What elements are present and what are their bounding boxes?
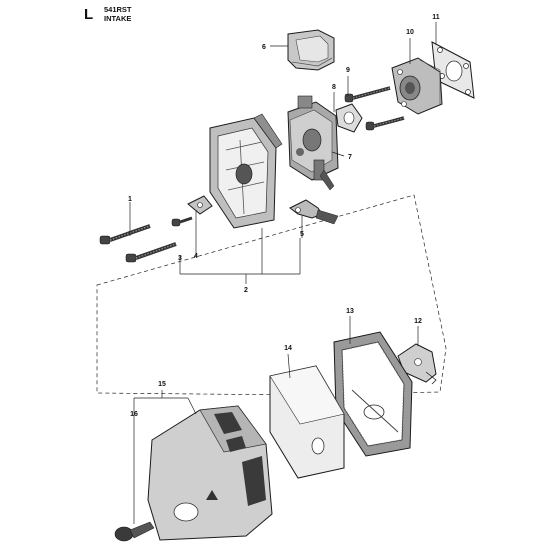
callout-16: 16 xyxy=(130,411,138,418)
part-4-bracket[interactable] xyxy=(187,195,213,215)
part-10-intake-manifold[interactable] xyxy=(391,57,443,115)
part-6-carburetor-cover[interactable] xyxy=(287,29,335,71)
callout-4: 4 xyxy=(194,253,198,260)
callout-9: 9 xyxy=(346,67,350,74)
part-8-carburetor-gasket[interactable] xyxy=(335,103,363,133)
callout-labels: 1 2 3 4 5 6 7 8 9 10 11 12 13 14 15 16 xyxy=(128,14,440,418)
part-15-air-filter-cover[interactable] xyxy=(147,405,273,541)
part-2-filter-holder[interactable] xyxy=(209,113,283,229)
callout-10: 10 xyxy=(406,29,414,36)
part-1-bolt-lower[interactable] xyxy=(125,242,177,263)
model-number: 541RST xyxy=(104,5,132,14)
part-9-screw-upper[interactable] xyxy=(344,86,391,103)
callout-13: 13 xyxy=(346,308,354,315)
callout-7: 7 xyxy=(348,154,352,161)
part-1-bolt-upper[interactable] xyxy=(99,224,151,245)
callout-14: 14 xyxy=(284,345,292,352)
part-9-screw-lower[interactable] xyxy=(365,116,405,131)
callout-5: 5 xyxy=(300,231,304,238)
part-7-carburetor[interactable] xyxy=(287,95,339,191)
callout-3: 3 xyxy=(178,255,182,262)
part-16-cover-knob[interactable] xyxy=(114,521,155,542)
callout-15: 15 xyxy=(158,381,166,388)
part-5-choke-lever[interactable] xyxy=(289,199,339,225)
group-dashed-boundary xyxy=(96,194,447,396)
part-3-screw[interactable] xyxy=(171,216,193,227)
callout-2: 2 xyxy=(244,287,248,294)
leader-lines xyxy=(129,22,437,524)
callout-12: 12 xyxy=(414,318,422,325)
callout-1: 1 xyxy=(128,196,132,203)
part-14-filter-element[interactable] xyxy=(269,365,345,479)
part-12-clip[interactable] xyxy=(397,343,437,385)
part-13-filter-frame[interactable] xyxy=(333,331,413,457)
callout-6: 6 xyxy=(262,44,266,51)
section-title: INTAKE xyxy=(104,14,131,23)
section-letter: L xyxy=(84,6,93,23)
callout-8: 8 xyxy=(332,84,336,91)
callout-11: 11 xyxy=(432,14,440,21)
